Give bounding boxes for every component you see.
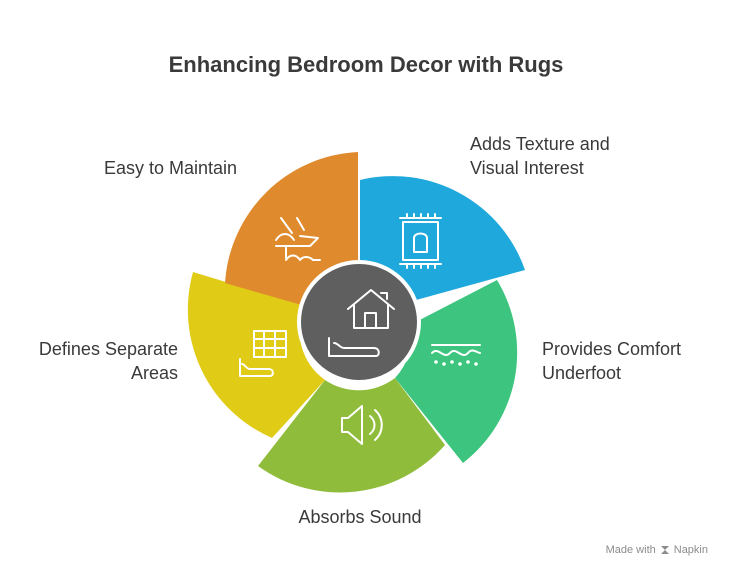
segment-defines-areas xyxy=(187,272,325,438)
napkin-logo-icon xyxy=(660,546,669,554)
label-provides-comfort: Provides Comfort Underfoot xyxy=(542,339,682,383)
brand-text: Napkin xyxy=(673,544,708,556)
segment-provides-comfort xyxy=(395,280,518,463)
label-defines-areas: Defines Separate Areas xyxy=(38,339,178,383)
label-easy-maintain: Easy to Maintain xyxy=(104,158,238,178)
made-with-napkin[interactable]: Made with Napkin xyxy=(606,544,708,556)
room-layout-icon xyxy=(239,330,287,377)
page-title: Enhancing Bedroom Decor with Rugs xyxy=(168,52,564,77)
cleaning-icon xyxy=(275,217,321,261)
plush-texture-icon xyxy=(431,344,481,366)
rug-icon xyxy=(399,213,442,269)
label-absorbs-sound: Absorbs Sound xyxy=(298,507,422,527)
segment-adds-texture xyxy=(360,176,525,305)
center-hub xyxy=(297,260,421,384)
label-adds-texture: Adds Texture and Visual Interest xyxy=(470,134,610,178)
made-with-text: Made with xyxy=(605,544,656,556)
house-rug-icon xyxy=(328,289,395,357)
segment-easy-maintain xyxy=(225,152,358,306)
speaker-icon xyxy=(341,405,383,445)
